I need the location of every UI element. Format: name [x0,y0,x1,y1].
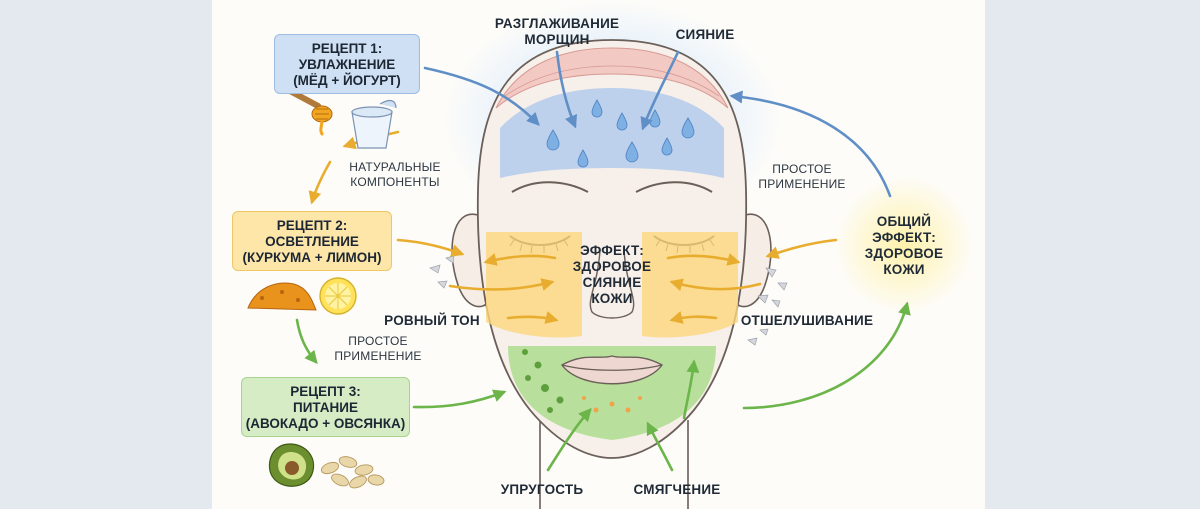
recipe-1-title: РЕЦЕПТ 1: [311,41,383,56]
arrow-right-cheek-1 [666,253,741,266]
arrow-softening-1 [646,421,674,472]
recipe-2-ingredients: (КУРКУМА + ЛИМОН) [242,250,382,265]
arrow-right-cheek-2 [669,278,762,292]
arrow-overall-to-forehead [729,90,892,198]
recipe-1-box: РЕЦЕПТ 1: УВЛАЖНЕНИЕ (МЁД + ЙОГУРТ) [274,34,420,94]
effect-firmness: УПРУГОСТЬ [500,482,584,497]
recipe-1-ingredients: (МЁД + ЙОГУРТ) [293,73,401,88]
effect-exfoliation: ОТШЕЛУШИВАНИЕ [740,313,874,328]
arrow-recipe3-to-chin [412,389,507,409]
effect-glow: СИЯНИЕ [675,27,735,42]
yogurt-cup-icon [351,99,397,149]
honey-dipper-icon [288,88,333,136]
arrow-left-cheek-2 [448,278,555,291]
recipe-3-title: РЕЦЕПТ 3: [290,384,361,399]
recipe-3-name: ПИТАНИЕ [292,400,358,415]
arrow-overall-to-cheek [765,238,838,259]
arrow-wrinkles [555,50,578,129]
arrow-chin-to-overall [742,301,911,410]
recipe-2-box: РЕЦЕПТ 2: ОСВЕТЛЕНИЕ (КУРКУМА + ЛИМОН) [232,211,392,271]
recipe-3-box: РЕЦЕПТ 3: ПИТАНИЕ (АВОКАДО + ОВСЯНКА) [241,377,410,437]
center-effect-label: ЭФФЕКТ: ЗДОРОВОЕ СИЯНИЕ КОЖИ [572,243,652,306]
exfoliation-flakes [429,255,788,346]
arrow-glow [640,50,680,131]
lemon-icon [319,277,357,315]
arrow-recipe2-to-recipe3 [295,318,318,364]
note-simple-application-left: ПРОСТОЕ ПРИМЕНЕНИЕ [334,334,422,363]
note-simple-application-right: ПРОСТОЕ ПРИМЕНЕНИЕ [758,162,846,191]
avocado-icon [268,443,315,487]
arrow-firmness [546,408,592,472]
arrow-left-cheek-1 [483,253,557,266]
arrow-recipe2-to-cheek [396,238,465,257]
recipe-2-title: РЕЦЕПТ 2: [276,218,348,233]
turmeric-powder-icon [247,282,317,311]
recipe-3-ingredients: (АВОКАДО + ОВСЯНКА) [245,416,406,431]
note-natural-components: НАТУРАЛЬНЫЕ КОМПОНЕНТЫ [349,160,441,189]
effect-softening: СМЯГЧЕНИЕ [633,482,721,497]
arrow-recipe1-to-forehead [423,66,540,126]
overall-effect-label: ОБЩИЙ ЭФФЕКТ: ЗДОРОВОЕ КОЖИ [864,214,944,277]
arrow-recipe1-to-recipe2 [308,160,332,205]
arrow-softening-2 [682,359,700,420]
recipe-2-name: ОСВЕТЛЕНИЕ [265,234,359,249]
effect-even-tone: РОВНЫЙ ТОН [384,313,480,328]
effect-wrinkle-smoothing: РАЗГЛАЖИВАНИЕ МОРЩИН [494,16,620,47]
arrow-left-cheek-3 [506,311,559,324]
water-drops [546,99,695,168]
arrow-right-cheek-3 [669,311,718,324]
oat-flakes-icon [320,456,385,489]
recipe-1-name: УВЛАЖНЕНИЕ [298,57,396,72]
overall-effect-glow [834,175,974,315]
